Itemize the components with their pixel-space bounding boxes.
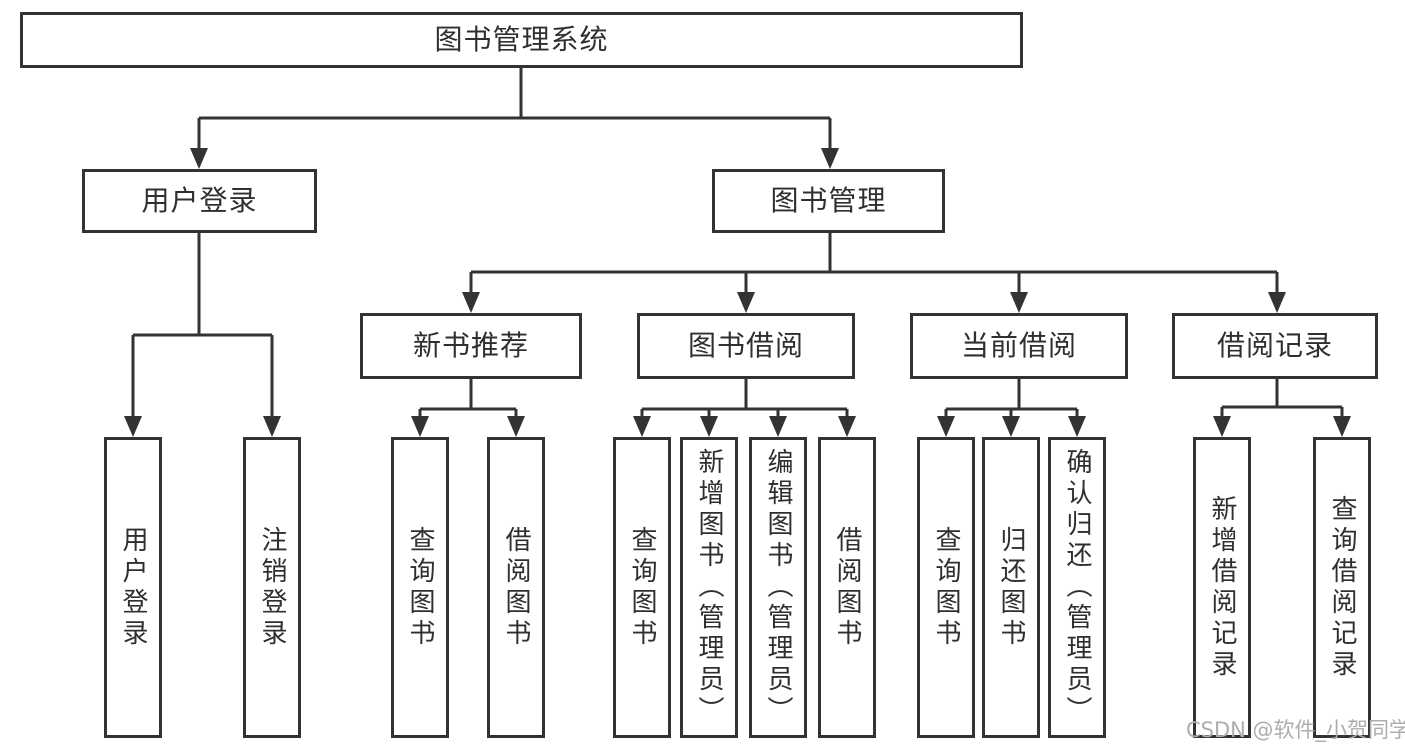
node-current-borrowing-label: 当前借阅 xyxy=(960,329,1077,362)
node-borrowing-records: 借阅记录 xyxy=(1172,313,1378,379)
node-root: 图书管理系统 xyxy=(20,12,1023,68)
leaf-query-borrow-record: 查询借阅记录 xyxy=(1313,437,1371,738)
watermark-text: CSDN @软件_小贺同学 xyxy=(1186,718,1405,742)
node-book-borrowing: 图书借阅 xyxy=(637,313,855,379)
node-current-borrowing: 当前借阅 xyxy=(910,313,1128,379)
leaf-return-book-label: 归还图书 xyxy=(996,525,1026,650)
leaf-query-book-2-label: 查询图书 xyxy=(627,525,657,650)
node-new-book-recommend-label: 新书推荐 xyxy=(412,329,529,362)
node-user-login-label: 用户登录 xyxy=(141,184,258,217)
node-book-borrowing-label: 图书借阅 xyxy=(687,329,804,362)
leaf-add-borrow-record-label: 新增借阅记录 xyxy=(1207,494,1237,681)
leaf-logout-label: 注销登录 xyxy=(257,525,287,650)
leaf-borrow-book-1-label: 借阅图书 xyxy=(501,525,531,650)
leaf-borrow-book-2: 借阅图书 xyxy=(818,437,876,738)
node-root-label: 图书管理系统 xyxy=(434,23,609,56)
leaf-query-book-3: 查询图书 xyxy=(917,437,975,738)
leaf-query-borrow-record-label: 查询借阅记录 xyxy=(1327,494,1357,681)
leaf-query-book-2: 查询图书 xyxy=(613,437,671,738)
leaf-query-book-3-label: 查询图书 xyxy=(931,525,961,650)
leaf-query-book-1-label: 查询图书 xyxy=(405,525,435,650)
leaf-edit-book-admin-label: 编辑图书（管理员） xyxy=(763,448,793,727)
leaf-add-borrow-record: 新增借阅记录 xyxy=(1193,437,1251,738)
node-new-book-recommend: 新书推荐 xyxy=(360,313,582,379)
leaf-borrow-book-2-label: 借阅图书 xyxy=(832,525,862,650)
leaf-edit-book-admin: 编辑图书（管理员） xyxy=(749,437,807,738)
node-user-login: 用户登录 xyxy=(82,169,317,233)
leaf-user-login: 用户登录 xyxy=(104,437,162,738)
node-book-management: 图书管理 xyxy=(712,169,945,233)
node-borrowing-records-label: 借阅记录 xyxy=(1216,329,1333,362)
leaf-borrow-book-1: 借阅图书 xyxy=(487,437,545,738)
leaf-confirm-return-admin-label: 确认归还（管理员） xyxy=(1062,448,1092,727)
leaf-query-book-1: 查询图书 xyxy=(391,437,449,738)
node-book-management-label: 图书管理 xyxy=(770,184,887,217)
leaf-confirm-return-admin: 确认归还（管理员） xyxy=(1048,437,1106,738)
leaf-user-login-label: 用户登录 xyxy=(118,525,148,650)
leaf-add-book-admin: 新增图书（管理员） xyxy=(680,437,738,738)
leaf-add-book-admin-label: 新增图书（管理员） xyxy=(694,448,724,727)
leaf-logout: 注销登录 xyxy=(243,437,301,738)
leaf-return-book: 归还图书 xyxy=(982,437,1040,738)
